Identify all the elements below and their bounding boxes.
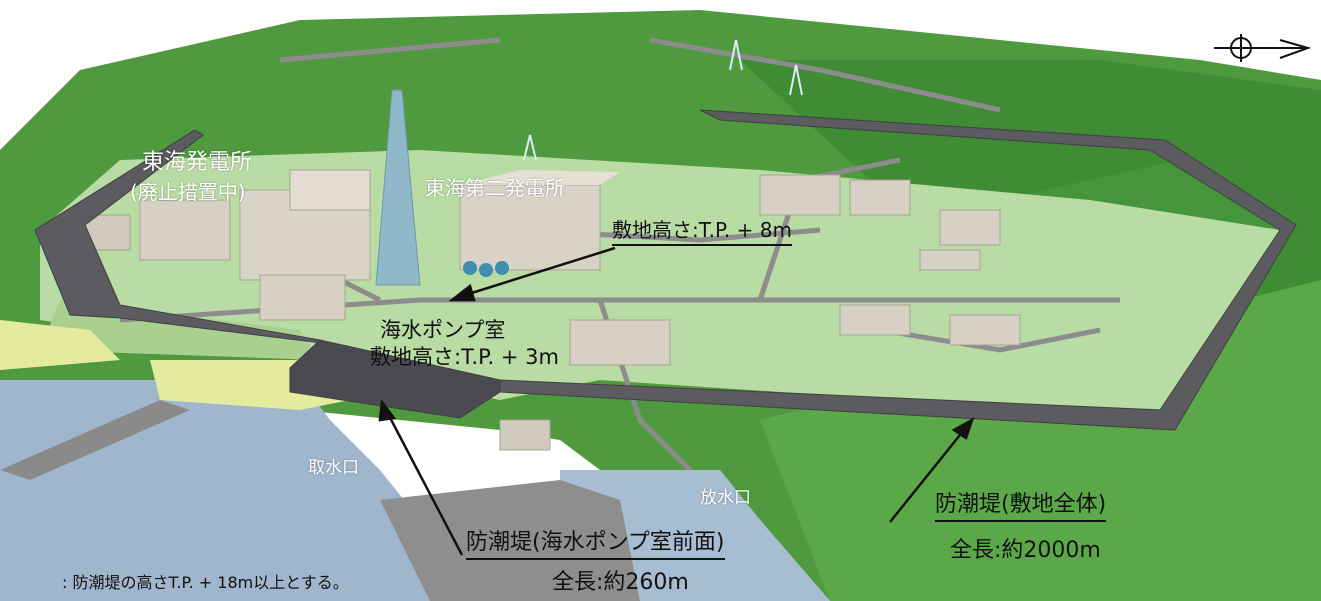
building (259, 274, 346, 321)
exhaust-stack (375, 89, 421, 286)
building (289, 169, 371, 211)
label-tokai-no2-plant: 東海第二発電所 (425, 176, 565, 200)
building (569, 319, 671, 366)
label-pump-room: 海水ポンプ室 (380, 318, 506, 342)
label-seawall-pump-front: 防潮堤(海水ポンプ室前面) (466, 532, 725, 560)
north-arrow-icon (1214, 34, 1312, 62)
annotation-arrows (378, 246, 975, 556)
building (139, 199, 231, 261)
building (499, 419, 551, 451)
building (759, 174, 841, 216)
label-tokai-plant-status: (廃止措置中) (130, 180, 246, 204)
seawall-site-whole (499, 109, 1297, 431)
transmission-towers (523, 39, 803, 161)
building (919, 249, 981, 271)
seawall-pump-front (289, 339, 501, 419)
label-outfall: 放水口 (700, 488, 751, 508)
seawall (34, 109, 1297, 431)
building (849, 179, 911, 216)
legend-note: : 防潮堤の高さT.P. + 18m以上とする。 (62, 573, 349, 592)
label-intake: 取水口 (308, 458, 359, 478)
label-seawall-pump-front-length: 全長:約260m (552, 570, 689, 595)
label-pump-room-height: 敷地高さ:T.P. + 3m (370, 345, 559, 369)
label-site-height-main: 敷地高さ:T.P. + 8m (612, 220, 792, 246)
label-seawall-site-whole-length: 全長:約2000m (950, 538, 1101, 563)
building (949, 314, 1021, 346)
buildings (69, 89, 1021, 451)
building-reactor (459, 184, 601, 271)
sea (0, 360, 830, 601)
label-seawall-site-whole: 防潮堤(敷地全体) (935, 494, 1107, 522)
building (939, 209, 1001, 246)
building (839, 304, 911, 336)
label-tokai-plant: 東海発電所 (142, 150, 253, 175)
